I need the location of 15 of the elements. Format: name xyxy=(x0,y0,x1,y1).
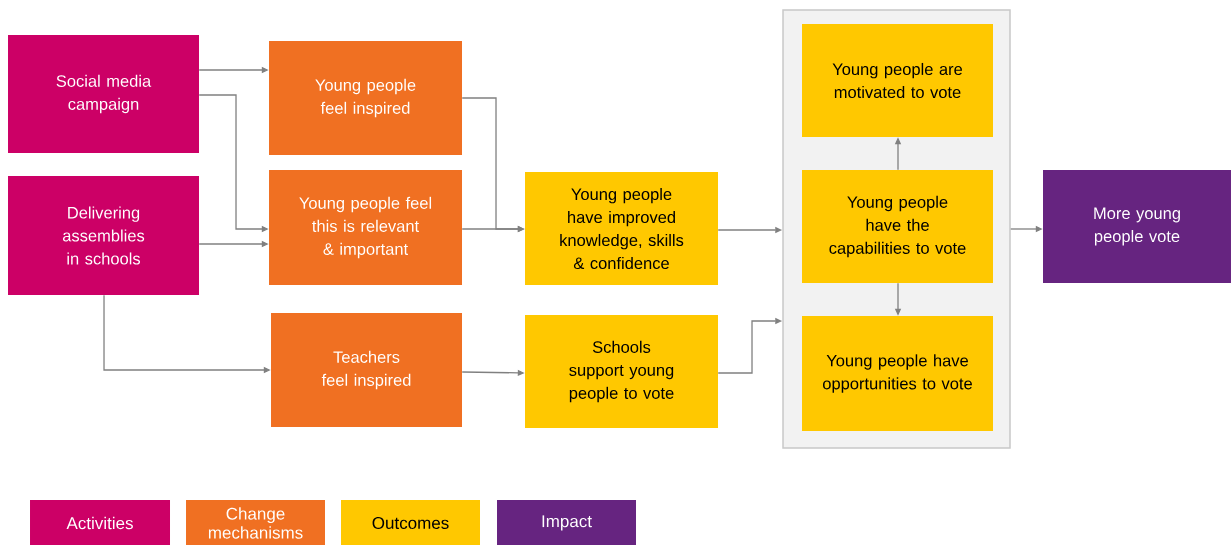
process-box: Teachers feel inspired xyxy=(271,313,462,427)
process-box: Social media campaign xyxy=(8,35,199,153)
process-box: Schools support young people to vote xyxy=(525,315,718,428)
process-box: More young people vote xyxy=(1043,170,1231,283)
legend-label: Change mechanisms xyxy=(208,507,303,539)
process-box: Young people have the capabilities to vote xyxy=(802,170,993,283)
legend-label: Activities xyxy=(66,516,133,530)
process-box: Delivering assemblies in schools xyxy=(8,176,199,295)
process-box: Young people have opportunities to vote xyxy=(802,316,993,431)
process-box: Young people have improved knowledge, skills & confidence xyxy=(525,172,718,285)
process-box: Young people feel inspired xyxy=(269,41,462,155)
process-box: Young people are motivated to vote xyxy=(802,24,993,137)
legend-label: Impact xyxy=(542,515,592,531)
legend-label: Outcomes xyxy=(372,516,449,529)
process-box: Young people feel this is relevant & important xyxy=(269,170,462,285)
